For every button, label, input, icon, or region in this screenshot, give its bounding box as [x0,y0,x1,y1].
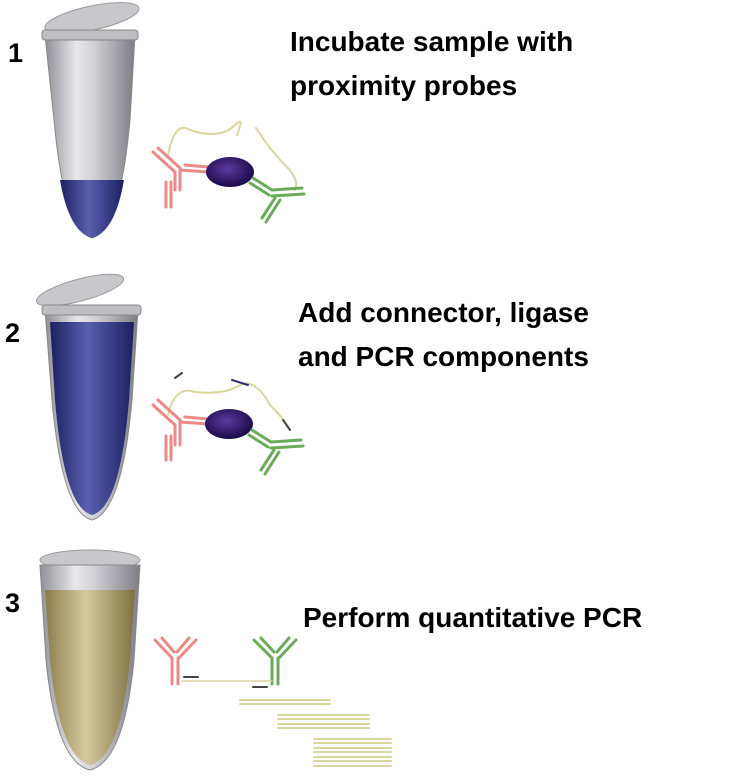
step-1-line-2: proximity probes [290,70,518,101]
tube-2 [35,273,142,521]
step-3-line-1: Perform quantitative PCR [303,602,643,633]
step-3-number: 3 [5,588,21,618]
step-1-line-1: Incubate sample with [290,26,574,57]
tube-3 [39,549,141,771]
step-1-caption: Incubate sample with proximity probes [290,20,573,108]
step-2-caption: Add connector, ligase and PCR components [298,291,589,379]
step-2-line-2: and PCR components [298,341,589,372]
step-2-line-1: Add connector, ligase [298,297,589,328]
pcr-amplification [153,636,392,767]
step-2-number: 2 [5,318,21,348]
step-1-number: 1 [8,38,24,68]
proximity-probes-1 [151,120,306,224]
proximity-probes-2 [151,372,305,476]
step-3-caption: Perform quantitative PCR [303,596,642,640]
tube-1 [41,2,140,239]
